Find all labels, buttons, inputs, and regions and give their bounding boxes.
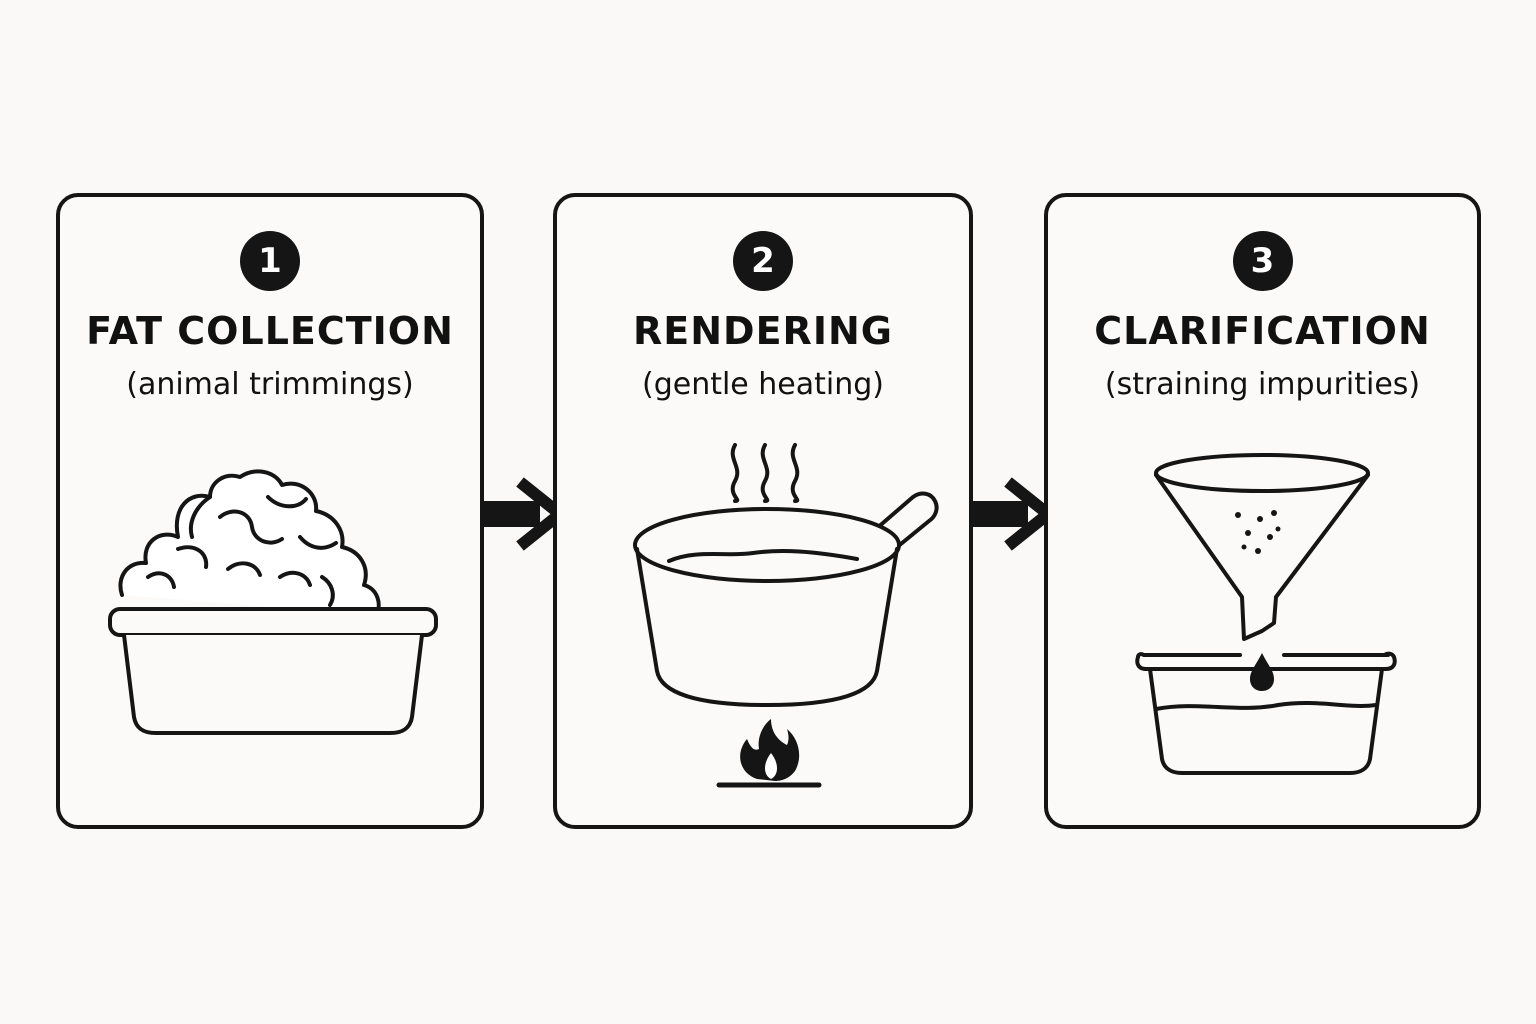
step-panel-clarification: 3 CLARIFICATION (straining impurities) — [1044, 193, 1481, 829]
step-subtitle: (straining impurities) — [1104, 367, 1421, 402]
pot-on-flame-icon — [633, 443, 939, 788]
step-subtitle: (gentle heating) — [641, 367, 885, 402]
funnel-strainer-icon — [1135, 453, 1397, 775]
step-number-badge: 3 — [1232, 231, 1293, 291]
step-number-badge: 1 — [240, 231, 300, 291]
step-panel-rendering: 2 RENDERING (gentle heating) — [553, 193, 973, 829]
fat-tub-icon — [108, 469, 438, 735]
step-number-badge: 2 — [733, 231, 793, 291]
step-title: RENDERING — [633, 309, 893, 353]
step-panel-fat-collection: 1 FAT COLLECTION (animal trimmings) — [56, 193, 484, 829]
step-subtitle: (animal trimmings) — [126, 367, 414, 402]
step-title: CLARIFICATION — [1094, 309, 1431, 353]
step-title: FAT COLLECTION — [86, 309, 454, 353]
